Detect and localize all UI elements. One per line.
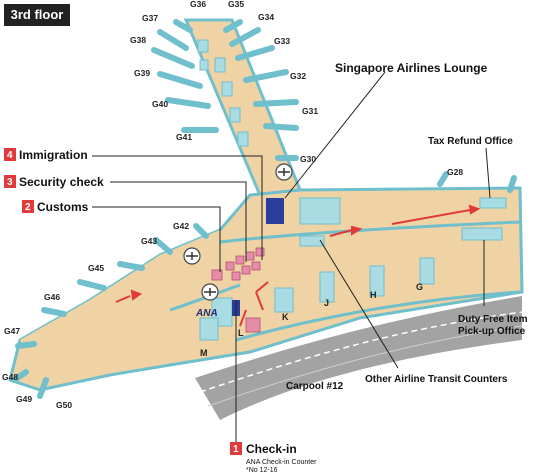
gate-g38: G38 xyxy=(130,35,146,45)
plane-icons xyxy=(183,163,293,301)
road-lane-2 xyxy=(207,325,523,407)
ana-logo: ANA xyxy=(195,308,218,319)
route-arrows xyxy=(115,204,481,327)
counter-k: K xyxy=(282,312,289,322)
singapore-lounge-label: Singapore Airlines Lounge xyxy=(335,61,488,75)
counter-l: L xyxy=(238,328,244,338)
carpool-label: Carpool #12 xyxy=(286,381,344,392)
leader-lines xyxy=(92,71,491,444)
transit-counters-label: Other Airline Transit Counters xyxy=(365,374,508,385)
gate-g43: G43 xyxy=(141,236,157,246)
gate-g32: G32 xyxy=(290,71,306,81)
concourse-blocks xyxy=(199,197,507,341)
gate-g34: G34 xyxy=(258,12,274,22)
checkin-number: 1 xyxy=(233,444,239,455)
gate-g30: G30 xyxy=(300,154,316,164)
gate-g40: G40 xyxy=(152,99,168,109)
duty-free-label-2: Pick-up Office xyxy=(458,326,526,337)
gate-g37: G37 xyxy=(142,13,158,23)
gate-g42: G42 xyxy=(173,221,189,231)
floor-badge: 3rd floor xyxy=(4,4,70,26)
gate-g31: G31 xyxy=(302,106,318,116)
gate-g45: G45 xyxy=(88,263,104,273)
checkin-sub2: *No 12-16 xyxy=(246,467,278,474)
gate-g48: G48 xyxy=(2,372,18,382)
gate-g33: G33 xyxy=(274,36,290,46)
customs-number: 2 xyxy=(25,202,31,213)
gate-g39: G39 xyxy=(134,68,150,78)
security-blocks xyxy=(211,247,265,333)
immigration-number-badge xyxy=(4,148,16,161)
counter-h: H xyxy=(370,290,377,300)
tax-refund-label: Tax Refund Office xyxy=(428,136,513,147)
counter-g: G xyxy=(416,282,423,292)
gate-g35: G35 xyxy=(228,0,244,9)
gate-g36: G36 xyxy=(190,0,206,9)
counter-j: J xyxy=(324,298,329,308)
gate-g41: G41 xyxy=(176,132,192,142)
checkin-label: Check-in xyxy=(246,442,297,456)
gate-g50: G50 xyxy=(56,400,72,410)
customs-label: Customs xyxy=(37,200,89,214)
road xyxy=(195,296,522,420)
checkin-sub1: ANA Check-in Counter xyxy=(246,459,317,466)
security-label: Security check xyxy=(19,175,104,189)
singapore-lounge-block xyxy=(266,198,284,224)
gate-g47: G47 xyxy=(4,326,20,336)
gate-stubs xyxy=(11,19,517,399)
north-pier-blocks xyxy=(197,39,249,147)
west-pier xyxy=(20,230,232,372)
checkin-number-badge xyxy=(230,442,242,455)
gate-g28: G28 xyxy=(447,167,463,177)
gate-g49: G49 xyxy=(16,394,32,404)
security-number: 3 xyxy=(7,177,13,188)
customs-number-badge xyxy=(22,200,34,213)
counter-m: M xyxy=(200,348,208,358)
security-number-badge xyxy=(4,175,16,188)
immigration-number: 4 xyxy=(7,150,13,161)
road-lane xyxy=(199,311,523,393)
immigration-label: Immigration xyxy=(19,148,88,162)
duty-free-label-1: Duty Free Item xyxy=(458,314,528,325)
gate-g46: G46 xyxy=(44,292,60,302)
